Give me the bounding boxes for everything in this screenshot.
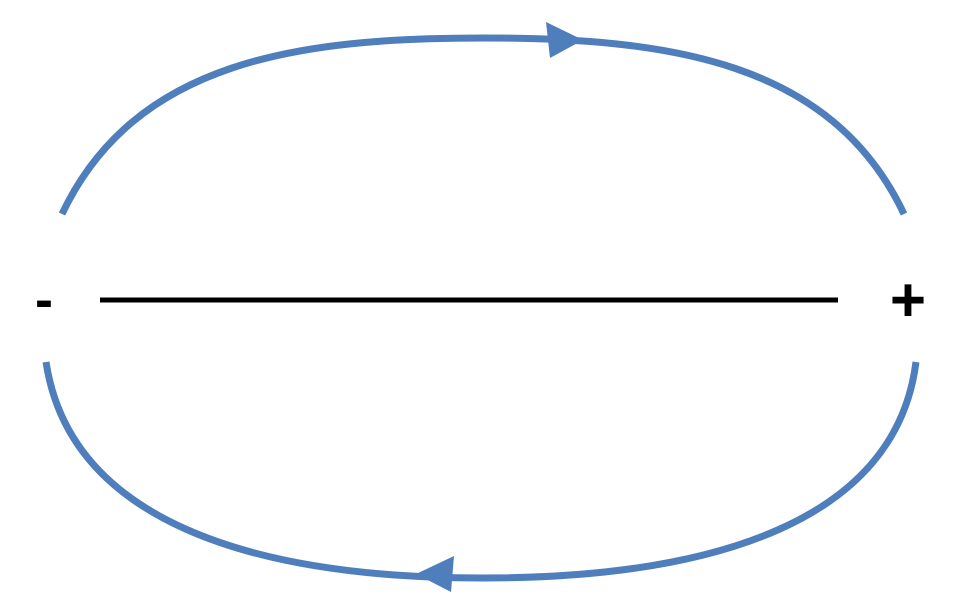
- upper-field-arc: [58, 34, 908, 216]
- negative-pole-label: -: [35, 270, 53, 330]
- lower-field-arc: [42, 361, 920, 582]
- positive-pole-label: +: [890, 266, 926, 335]
- lower-arrowhead-icon: [416, 556, 454, 592]
- upper-arrowhead-icon: [546, 22, 583, 58]
